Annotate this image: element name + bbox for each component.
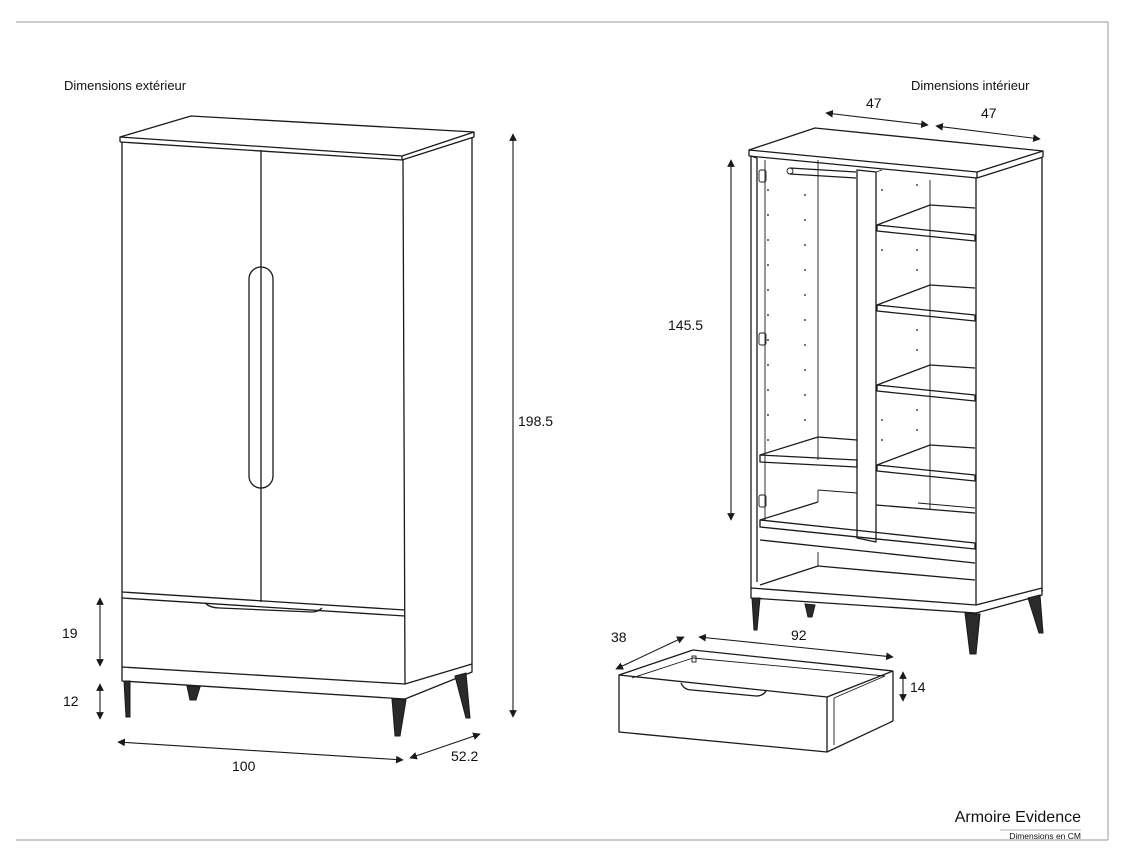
drawer-dimension-lines [615,633,907,702]
drawer-drawing [618,649,894,753]
right-shelves [876,180,976,510]
interior-wardrobe-drawing [748,127,1044,655]
shelf-holes [767,184,918,441]
exterior-width-label: 100 [232,758,256,774]
door-hinges [758,169,767,508]
sheet-frame [16,21,1109,841]
interior-heading: Dimensions intérieur [911,78,1030,93]
exterior-dimension-lines [96,133,517,764]
exterior-drawer-front-label: 19 [62,625,78,641]
exterior-wardrobe-drawing [119,115,475,737]
exterior-height-label: 198.5 [518,413,553,429]
interior-right-width-label: 47 [981,105,997,121]
drawer-depth-label: 38 [611,629,627,645]
exterior-heading: Dimensions extérieur [64,78,187,93]
drawer-height-label: 14 [910,679,926,695]
exterior-base-label: 12 [63,693,79,709]
interior-hanging-height-label: 145.5 [668,317,703,333]
interior-left-width-label: 47 [866,95,882,111]
interior-dimension-lines [727,109,1041,521]
units-note: Dimensions en CM [1009,831,1081,841]
exterior-depth-label: 52.2 [451,748,478,764]
drawer-width-label: 92 [791,627,807,643]
sheet-title: Armoire Evidence [955,809,1081,826]
